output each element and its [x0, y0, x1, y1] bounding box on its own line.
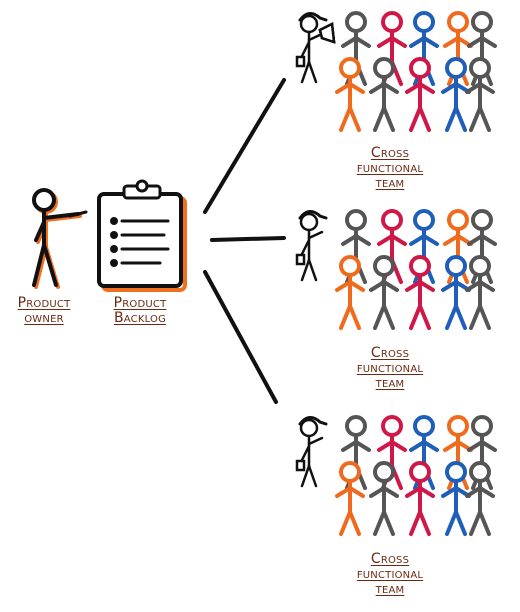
team-groups	[295, 11, 497, 536]
product-owner-figure	[32, 188, 88, 289]
connector-lines	[203, 78, 286, 404]
connector-line-bottom	[203, 270, 278, 404]
product-backlog-clipboard-icon	[97, 179, 187, 292]
connector-line-middle	[210, 236, 286, 242]
team-group-3	[295, 22, 497, 536]
connector-line-top	[203, 78, 286, 214]
team-group-1	[295, 11, 497, 132]
